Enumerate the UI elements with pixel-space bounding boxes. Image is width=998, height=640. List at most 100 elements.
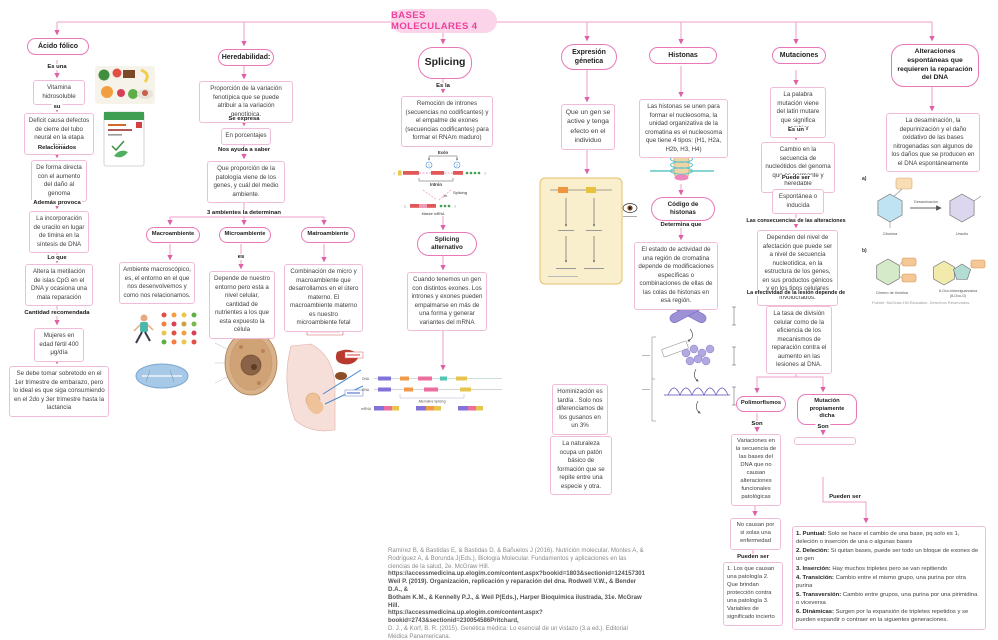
node-macroambiente: Macroambiente — [146, 227, 200, 243]
node-forma-directa: De forma directa con el aumento del daño… — [31, 160, 87, 203]
node-hominizacion: Hominización es tardía . Solo nos difere… — [552, 384, 608, 435]
edge-label-cantidad: Cantidad recomendada — [22, 310, 92, 316]
alternative-splicing-diagram: DNA RNA Alternative Splicing mRNA — [361, 376, 502, 411]
mrna-row-label: mRNA — [361, 407, 372, 411]
mutation-type-item: 3. Inserción: Hay muchos tripletes pero … — [796, 565, 948, 572]
edge-label-efectividad: La efectividad de la lesión depende de — [744, 290, 848, 296]
svg-text:3': 3' — [454, 205, 457, 209]
figure-source-note: Fuente: McGraw-Hill Education. Derechos … — [872, 300, 971, 305]
topic-mutaciones: Mutaciones — [772, 47, 826, 65]
edge-label-es-la: Es la — [434, 83, 452, 89]
folic-acid-box-photo — [103, 111, 145, 167]
mutation-type-item: 2. Deleción: Si quitan bases, puede ser … — [796, 548, 979, 563]
mutation-type-item: 6. Dinámicas: Surgen por la expansión de… — [796, 609, 969, 624]
node-tasa-division: La tasa de división celular como de la e… — [766, 306, 832, 374]
node-microambiente: Microambiente — [219, 227, 271, 243]
deamination-label: Desaminación — [914, 200, 938, 204]
node-proporcion: Proporción de la variación fenotípica qu… — [199, 81, 293, 124]
edge-label-es-un: Es un — [785, 127, 807, 133]
mutation-type-item: 5. Transversión: Cambio entre grupos, un… — [796, 591, 978, 607]
references: Ramírez B, & Bastidas E, & Bastidas D, &… — [388, 547, 648, 640]
node-micro-desc: Depende de nuestro entorno pero esta a n… — [209, 271, 275, 339]
uracil-label: Uracilo — [956, 231, 969, 236]
reference-line: D. J., & Korf, B. R. (2015). Genética mé… — [388, 624, 628, 632]
nucleosome-diagram — [650, 152, 714, 181]
node-uracilo: La incorporación de uracilo en lugar de … — [29, 211, 89, 254]
node-que-proporcion: Que proporción de la patología viene de … — [207, 161, 285, 204]
reference-line: Rodríguez A, & Borunda J(Eds.), Biología… — [388, 554, 627, 562]
node-matroambiente: Matroambiente — [301, 227, 355, 243]
node-splicing-alternativo: Splicing alternativo — [417, 232, 477, 257]
chromatin-condensation-diagram — [642, 303, 736, 422]
node-polimorfismos: Polimorfismos — [736, 396, 786, 412]
gene-expression-diagram — [539, 177, 638, 285]
macroenvironment-lifestyle-illustration — [133, 312, 197, 389]
mutation-type-item: 1. Puntual: Solo se hace el cambio de un… — [796, 531, 960, 546]
svg-text:5': 5' — [404, 205, 407, 209]
splicing-step-label: Splicing — [453, 190, 467, 195]
cell-illustration — [214, 330, 278, 396]
mutation-type-item: 4. Transición: Cambio entre el mismo gru… — [796, 574, 966, 589]
scissors-icon: ✂ — [443, 194, 448, 200]
topic-splicing: Splicing — [418, 47, 472, 79]
svg-text:3': 3' — [484, 172, 487, 176]
node-espontanea-inducida: Espontánea o inducida — [772, 189, 824, 215]
reference-line: Botham K.M., & Kennelly P.J., & Weil P(E… — [388, 593, 642, 609]
reference-line: Weil P. (2019). Organización, replicació… — [388, 578, 637, 593]
edge-label-es-una: Es una — [45, 64, 69, 70]
oxo-guanosine-abbrev: (8-Oxo-G) — [950, 294, 966, 298]
edge-label-puede-ser: Puede ser — [779, 175, 813, 181]
edge-label-lo-que: Lo que — [45, 255, 69, 261]
node-histonas-unen: Las histonas se unen para formar el nucl… — [639, 99, 728, 159]
topic-expresion-genetica: Expresión génetica — [561, 44, 617, 71]
topic-alteraciones-espontaneas: Alteraciones espontáneas que requieren l… — [891, 44, 979, 88]
edge-label-nos-ayuda: Nos ayuda a saber — [215, 147, 273, 153]
node-remocion: Remoción de intrones (secuencias no codi… — [401, 96, 493, 147]
node-variaciones: Variaciones en la secuencia de las bases… — [731, 434, 781, 506]
topic-acido-folico: Ácido fólico — [27, 38, 89, 56]
node-alteraciones-secuencia — [794, 437, 856, 445]
edge-label-relacionados: Relacionados — [35, 145, 79, 151]
node-desaminacion: La desaminación, la depurinización y el … — [886, 113, 980, 173]
edge-label-pueden-ser-2: Pueden ser — [827, 494, 863, 500]
node-matro-desc: Combinación de micro y macroambiente que… — [284, 264, 363, 332]
node-tipos-mutacion: 1. Puntual: Solo se hace el cambio de un… — [792, 526, 986, 630]
reference-line: Ramírez B, & Bastidas E, & Bastidas D, &… — [388, 547, 644, 554]
node-naturaleza: La naturaleza ocupa un patón básico de f… — [550, 436, 612, 496]
dna-row-label: DNA — [362, 377, 370, 381]
edge-label-3-ambientes: 3 ambientes la determinan — [205, 210, 283, 216]
cytosine-label: Citosina — [883, 231, 898, 236]
edge-label-pueden-ser-1: Pueden ser — [735, 554, 771, 560]
oxo-guanosine-label: 8-Oxo-hidroxiguanosina — [939, 289, 977, 293]
reference-line: Médica Panamericana. — [388, 632, 451, 640]
edge-label-ademas-provoca: Además provoca — [31, 200, 83, 206]
edge-label-consecuencias: Las consecuencias de las alteraciones — [744, 218, 848, 224]
node-vitamina: Vitamina hidrosoluble — [33, 80, 85, 106]
figure-a-label: a) — [862, 176, 867, 182]
exon-label: Exón — [438, 150, 449, 155]
node-estado-actividad: El estado de actividad de una región de … — [634, 242, 718, 310]
intron-label: Intrón — [430, 182, 442, 187]
node-codigo-histonas: Código de histonas — [651, 197, 715, 222]
node-mutacion-propia: Mutación propiamente dicha — [797, 394, 857, 425]
node-cambio-secuencia: Cambio en la secuencia de nucleótidos de… — [761, 142, 835, 193]
topic-histonas: Histonas — [649, 47, 717, 65]
edge-label-se-expresa: Se expresa — [226, 116, 262, 122]
node-metilacion: Altera la metilación de islas CpG en el … — [25, 264, 93, 307]
svg-text:5': 5' — [394, 172, 397, 176]
node-trimestre: Se debe tomar sobretodo en el 1er trimes… — [9, 366, 109, 417]
splicing-mechanism-diagram: Exón 1 2 5' 3' Intrón ✂ Splicing 5' 3' M… — [394, 150, 487, 216]
topic-heredabilidad: Heredabilidad: — [218, 49, 274, 67]
reference-line: https://accessmedicina.up.elogim.com/con… — [388, 609, 543, 625]
figure-b-label: b) — [862, 248, 867, 254]
edge-label-es: es — [235, 254, 247, 260]
map-title: BASES MOLECULARES 4 — [391, 9, 497, 33]
edge-label-son-2: Son — [815, 424, 831, 430]
alternative-splicing-label: Alternative Splicing — [418, 400, 445, 404]
node-no-causan: No causan por si solas una enfermedad — [730, 518, 781, 550]
dna-damage-chemistry-figure: a) Desaminación Citosina Uracilo b) Díme… — [862, 176, 986, 298]
rna-row-label: RNA — [362, 388, 370, 392]
exon-1-number: 1 — [428, 164, 430, 168]
maternal-fetal-environment-illustration — [286, 328, 364, 432]
